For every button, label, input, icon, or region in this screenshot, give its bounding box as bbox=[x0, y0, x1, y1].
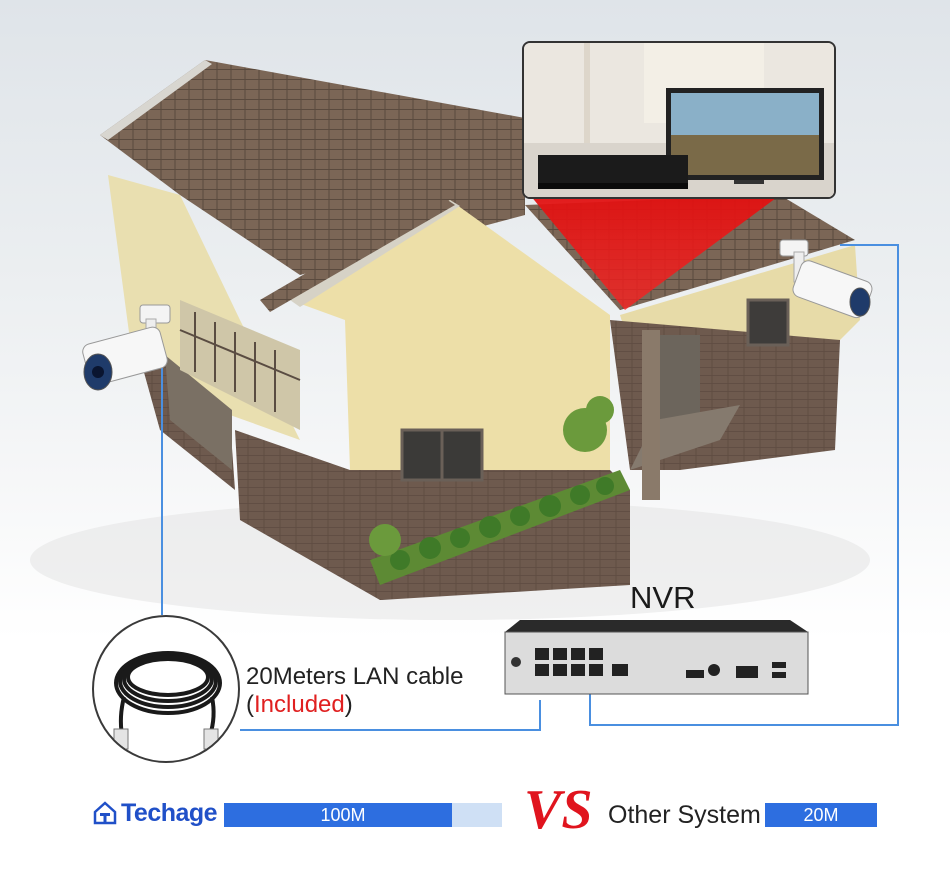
lan-cables bbox=[161, 244, 899, 731]
brand-speed-fill bbox=[224, 803, 452, 827]
camera-right bbox=[779, 239, 873, 319]
vs-text: VS bbox=[524, 779, 592, 841]
monitor-inset bbox=[522, 41, 836, 199]
gable-wall bbox=[290, 200, 610, 470]
other-speed-bar: 20M bbox=[765, 803, 877, 827]
brand-logo: Techage bbox=[93, 798, 218, 827]
camera-view-beam bbox=[530, 195, 780, 310]
brand-speed-bar: 100M bbox=[224, 803, 502, 827]
brand-name: Techage bbox=[121, 798, 218, 827]
brick-wall bbox=[235, 430, 630, 600]
camera-left bbox=[82, 304, 171, 391]
paren-close: ) bbox=[344, 691, 353, 718]
house-logo-icon bbox=[93, 801, 117, 825]
vs-mark: VS bbox=[524, 779, 592, 841]
paren-open: ( bbox=[246, 691, 254, 718]
cable-description: 20Meters LAN cable (Included) bbox=[246, 663, 463, 719]
cable-title: 20Meters LAN cable bbox=[246, 663, 464, 690]
included-label: Included bbox=[254, 691, 345, 718]
nvr-title: NVR bbox=[630, 580, 696, 615]
cable-included-line: (Included) bbox=[246, 691, 463, 719]
brand-speed-label: 100M bbox=[320, 805, 366, 825]
other-speed-label: 20M bbox=[803, 805, 839, 825]
other-system-label: Other System bbox=[608, 801, 761, 829]
cable-coil-icon bbox=[92, 615, 240, 763]
nvr-device-icon bbox=[504, 620, 809, 695]
